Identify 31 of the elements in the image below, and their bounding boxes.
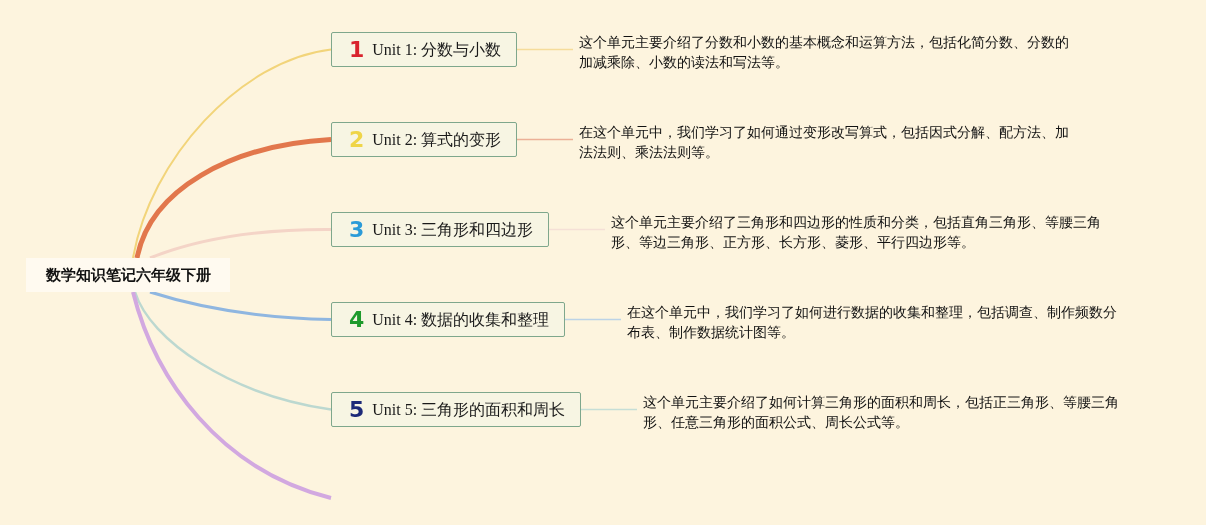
description-text: 这个单元主要介绍了三角形和四边形的性质和分类，包括直角三角形、等腰三角形、等边三角形、正方形、长方形、菱形、平行四边形等。 xyxy=(611,211,1103,252)
connector-line xyxy=(564,318,622,321)
topic-title: Unit 4: 数据的收集和整理 xyxy=(372,309,550,330)
description-text: 这个单元主要介绍了如何计算三角形的面积和周长，包括正三角形、等腰三角形、任意三角形的面积公式、周长公式等。 xyxy=(643,391,1135,432)
topic-title: Unit 5: 三角形的面积和周长 xyxy=(372,399,566,420)
topic-box xyxy=(331,32,518,67)
topic-box xyxy=(331,212,550,247)
connector-line xyxy=(516,138,574,141)
topic-title: Unit 1: 分数与小数 xyxy=(372,39,502,60)
branch-line xyxy=(131,291,332,500)
topic-number: 5 xyxy=(349,397,365,422)
topic-number: 3 xyxy=(349,217,365,242)
description-text: 在这个单元中，我们学习了如何进行数据的收集和整理，包括调查、制作频数分布表、制作数据统计图等。 xyxy=(627,301,1119,342)
branch-line xyxy=(149,228,331,260)
branch-line xyxy=(134,137,332,259)
branch-line xyxy=(149,290,332,321)
topic-title: Unit 3: 三角形和四边形 xyxy=(372,219,534,240)
branch-line xyxy=(132,48,332,259)
topic-title: Unit 2: 算式的变形 xyxy=(372,129,502,150)
topic-box xyxy=(331,302,566,337)
topic-number: 1 xyxy=(349,37,365,62)
branch-line xyxy=(133,291,332,411)
description-text: 在这个单元中，我们学习了如何通过变形改写算式，包括因式分解、配方法、加法法则、乘法法则等。 xyxy=(579,121,1071,162)
central-topic-box: 数学知识笔记六年级下册 xyxy=(26,258,230,292)
description-text: 这个单元主要介绍了分数和小数的基本概念和运算方法，包括化简分数、分数的加减乘除、小数的读法和写法等。 xyxy=(579,31,1071,72)
connector-line xyxy=(580,408,638,411)
topic-number: 2 xyxy=(349,127,365,152)
topic-box xyxy=(331,122,518,157)
connector-line xyxy=(516,48,574,51)
topic-box xyxy=(331,392,582,427)
topic-number: 4 xyxy=(349,307,365,332)
